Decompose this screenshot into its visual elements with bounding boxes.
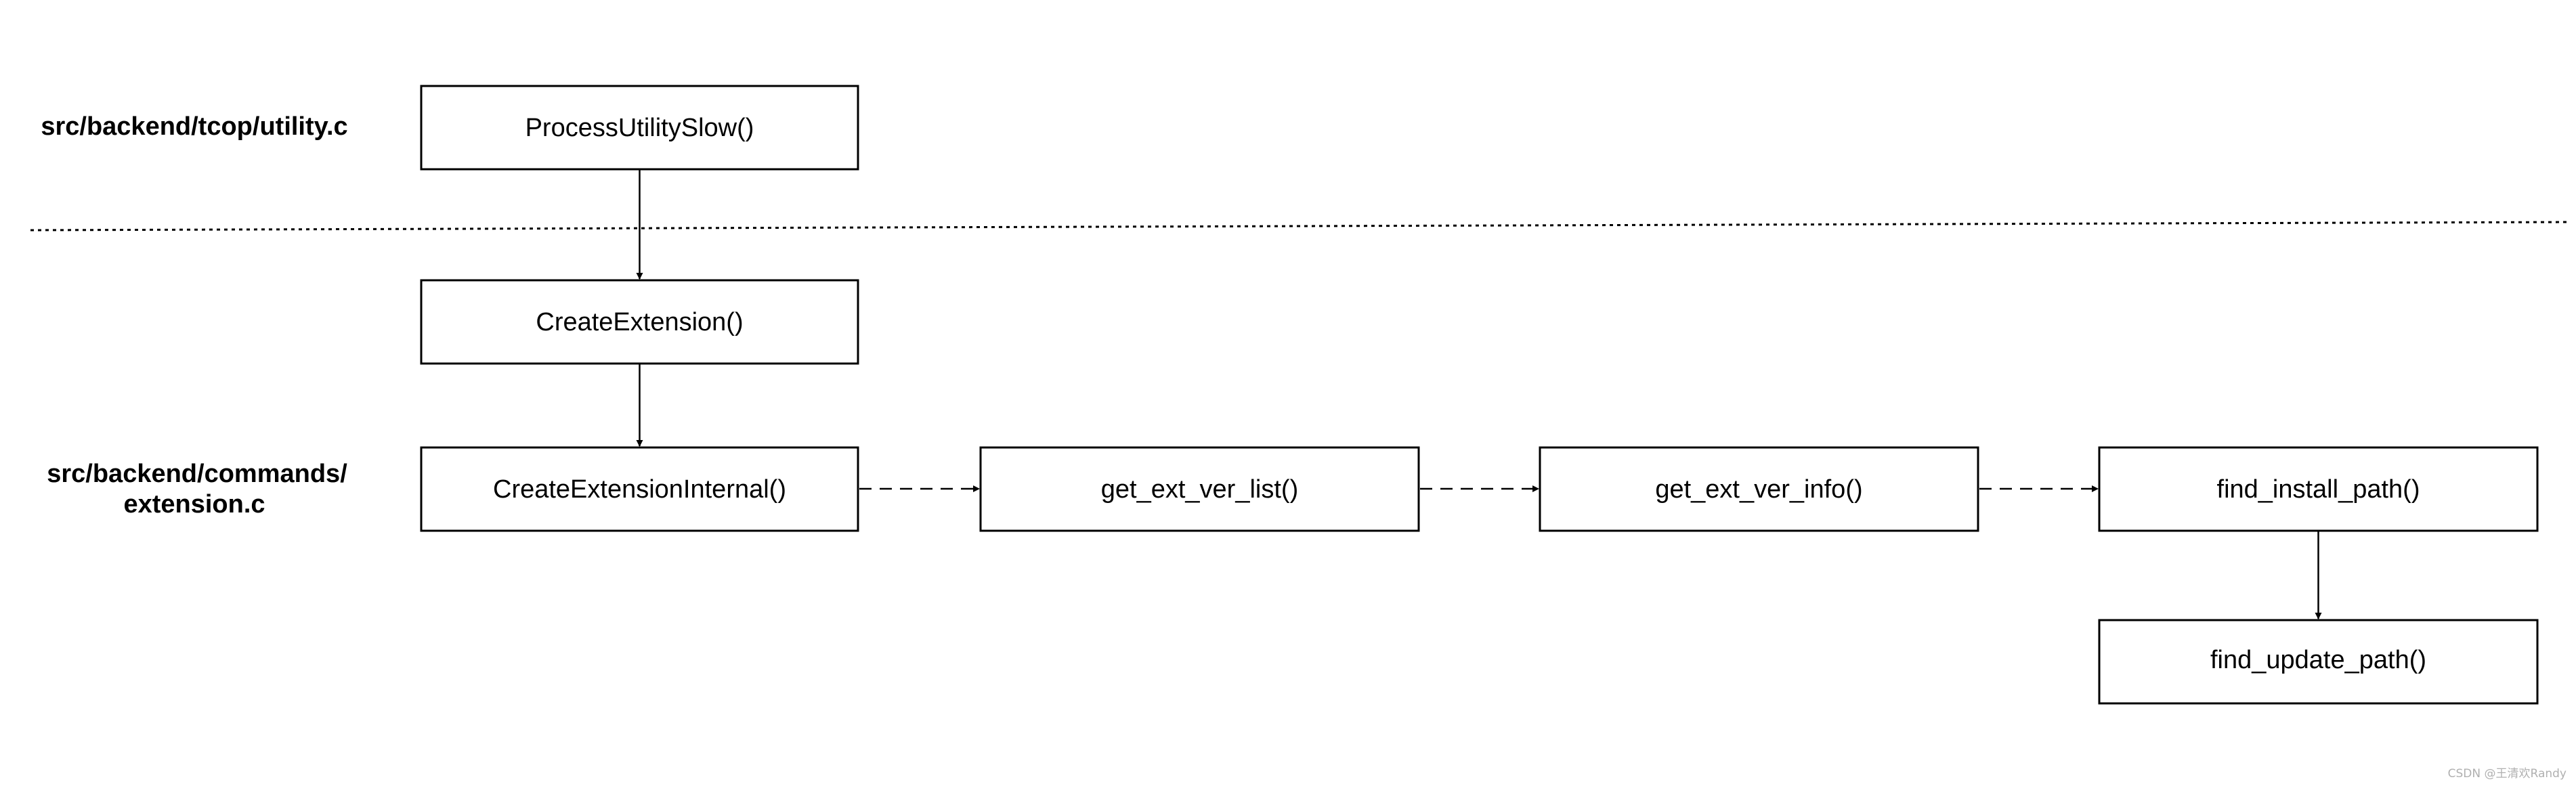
file-label-utility: src/backend/tcop/utility.c [41, 112, 347, 141]
node-get-ext-ver-info: get_ext_ver_info() [1539, 446, 1979, 532]
node-label: get_ext_ver_info() [1655, 475, 1862, 504]
watermark: CSDN @王清欢Randy [2448, 767, 2567, 781]
node-find-install-path: find_install_path() [2098, 446, 2539, 532]
node-find-update-path: find_update_path() [2098, 619, 2539, 705]
module-separator-line [30, 221, 2571, 232]
node-create-extension: CreateExtension() [420, 279, 859, 365]
node-label: CreateExtensionInternal() [493, 475, 786, 504]
file-label-extension-line2: extension.c [123, 490, 265, 519]
node-label: get_ext_ver_list() [1101, 475, 1298, 504]
node-label: find_update_path() [2210, 646, 2426, 674]
node-label: find_install_path() [2217, 475, 2420, 504]
node-label: ProcessUtilitySlow() [525, 114, 754, 142]
node-create-extension-internal: CreateExtensionInternal() [420, 446, 859, 532]
node-get-ext-ver-list: get_ext_ver_list() [979, 446, 1420, 532]
file-label-extension-line1: src/backend/commands/ [47, 460, 347, 488]
node-label: CreateExtension() [536, 308, 743, 336]
node-process-utility-slow: ProcessUtilitySlow() [420, 85, 859, 171]
